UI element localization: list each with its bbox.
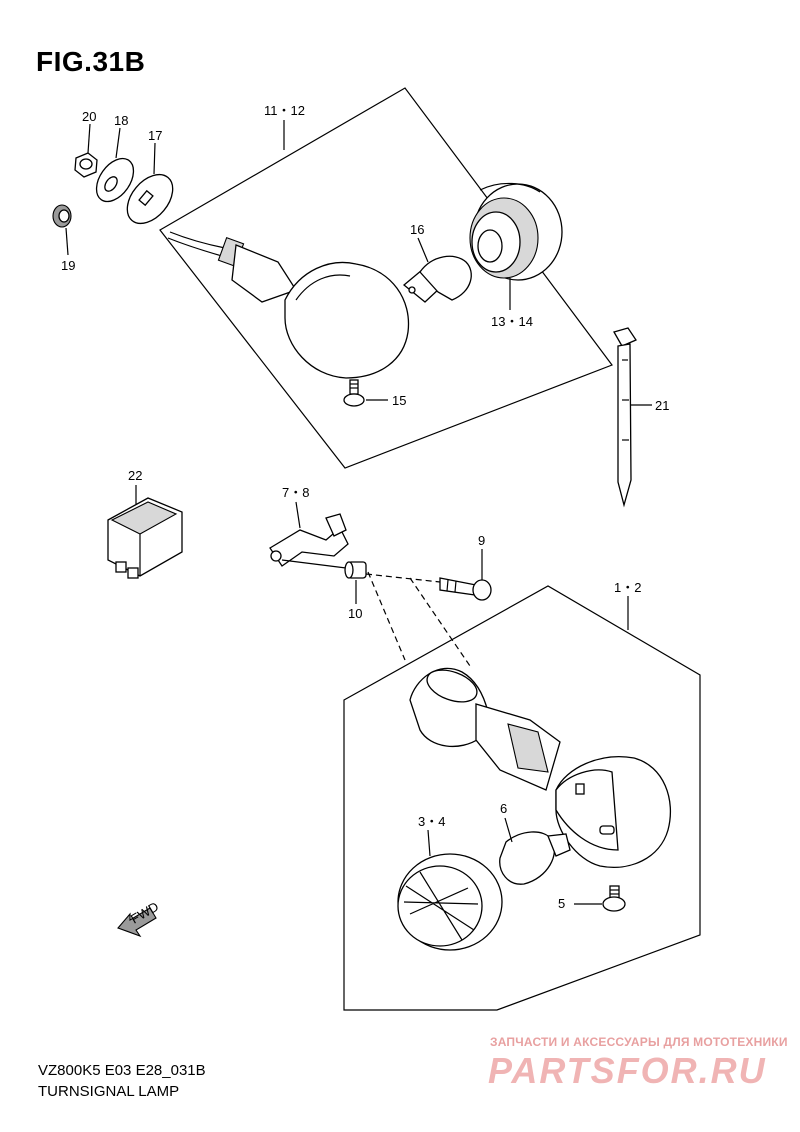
callout-20: 20 bbox=[82, 109, 96, 124]
part-22-relay[interactable] bbox=[107, 497, 183, 579]
part-13-14-lens[interactable] bbox=[469, 182, 563, 281]
callout-21: 21 bbox=[655, 398, 669, 413]
part-15-screw[interactable] bbox=[343, 379, 365, 407]
callout-11-12: 11・12 bbox=[264, 103, 305, 118]
callout-18: 18 bbox=[114, 113, 128, 128]
callout-17: 17 bbox=[148, 128, 162, 143]
part-3-4-lens[interactable] bbox=[397, 853, 503, 951]
fwd-arrow-icon: FWD bbox=[117, 899, 161, 938]
part-18-washer[interactable] bbox=[89, 152, 141, 209]
part-5-screw[interactable] bbox=[602, 885, 626, 912]
callout-16: 16 bbox=[410, 222, 424, 237]
watermark-logo: PARTSFOR.RU bbox=[488, 1050, 767, 1091]
callout-3-4: 3・4 bbox=[418, 814, 445, 829]
part-17-plate[interactable] bbox=[118, 166, 182, 232]
callout-9: 9 bbox=[478, 533, 485, 548]
part-6-bulb[interactable] bbox=[499, 831, 571, 885]
callout-19: 19 bbox=[61, 258, 75, 273]
figure-caption: TURNSIGNAL LAMP bbox=[38, 1083, 180, 1100]
figure-title: FIG.31B bbox=[36, 46, 146, 77]
assembly-box-1-2 bbox=[343, 585, 701, 1011]
part-16-bulb[interactable] bbox=[402, 255, 472, 303]
callout-5: 5 bbox=[558, 896, 565, 911]
part-7-8-bracket[interactable] bbox=[269, 513, 349, 567]
upper-lamp-body[interactable] bbox=[167, 231, 410, 379]
part-19-grommet[interactable] bbox=[52, 204, 72, 228]
watermark-subtitle: ЗАПЧАСТИ И АКСЕССУАРЫ ДЛЯ МОТОТЕХНИКИ bbox=[490, 1035, 788, 1049]
part-20-nut[interactable] bbox=[74, 152, 98, 178]
callout-22: 22 bbox=[128, 468, 142, 483]
callout-13-14: 13・14 bbox=[491, 314, 533, 329]
part-21-cable-tie[interactable] bbox=[613, 327, 637, 508]
callout-7-8: 7・8 bbox=[282, 485, 309, 500]
model-code: VZ800K5 E03 E28_031B bbox=[38, 1062, 206, 1079]
callout-1-2: 1・2 bbox=[614, 580, 641, 595]
callout-15: 15 bbox=[392, 393, 406, 408]
lower-lamp-housing[interactable] bbox=[409, 664, 672, 868]
part-10-collar[interactable] bbox=[344, 561, 367, 579]
part-9-bolt[interactable] bbox=[439, 577, 492, 601]
callout-10: 10 bbox=[348, 606, 362, 621]
assembly-box-11-12 bbox=[159, 87, 613, 469]
callout-6: 6 bbox=[500, 801, 507, 816]
